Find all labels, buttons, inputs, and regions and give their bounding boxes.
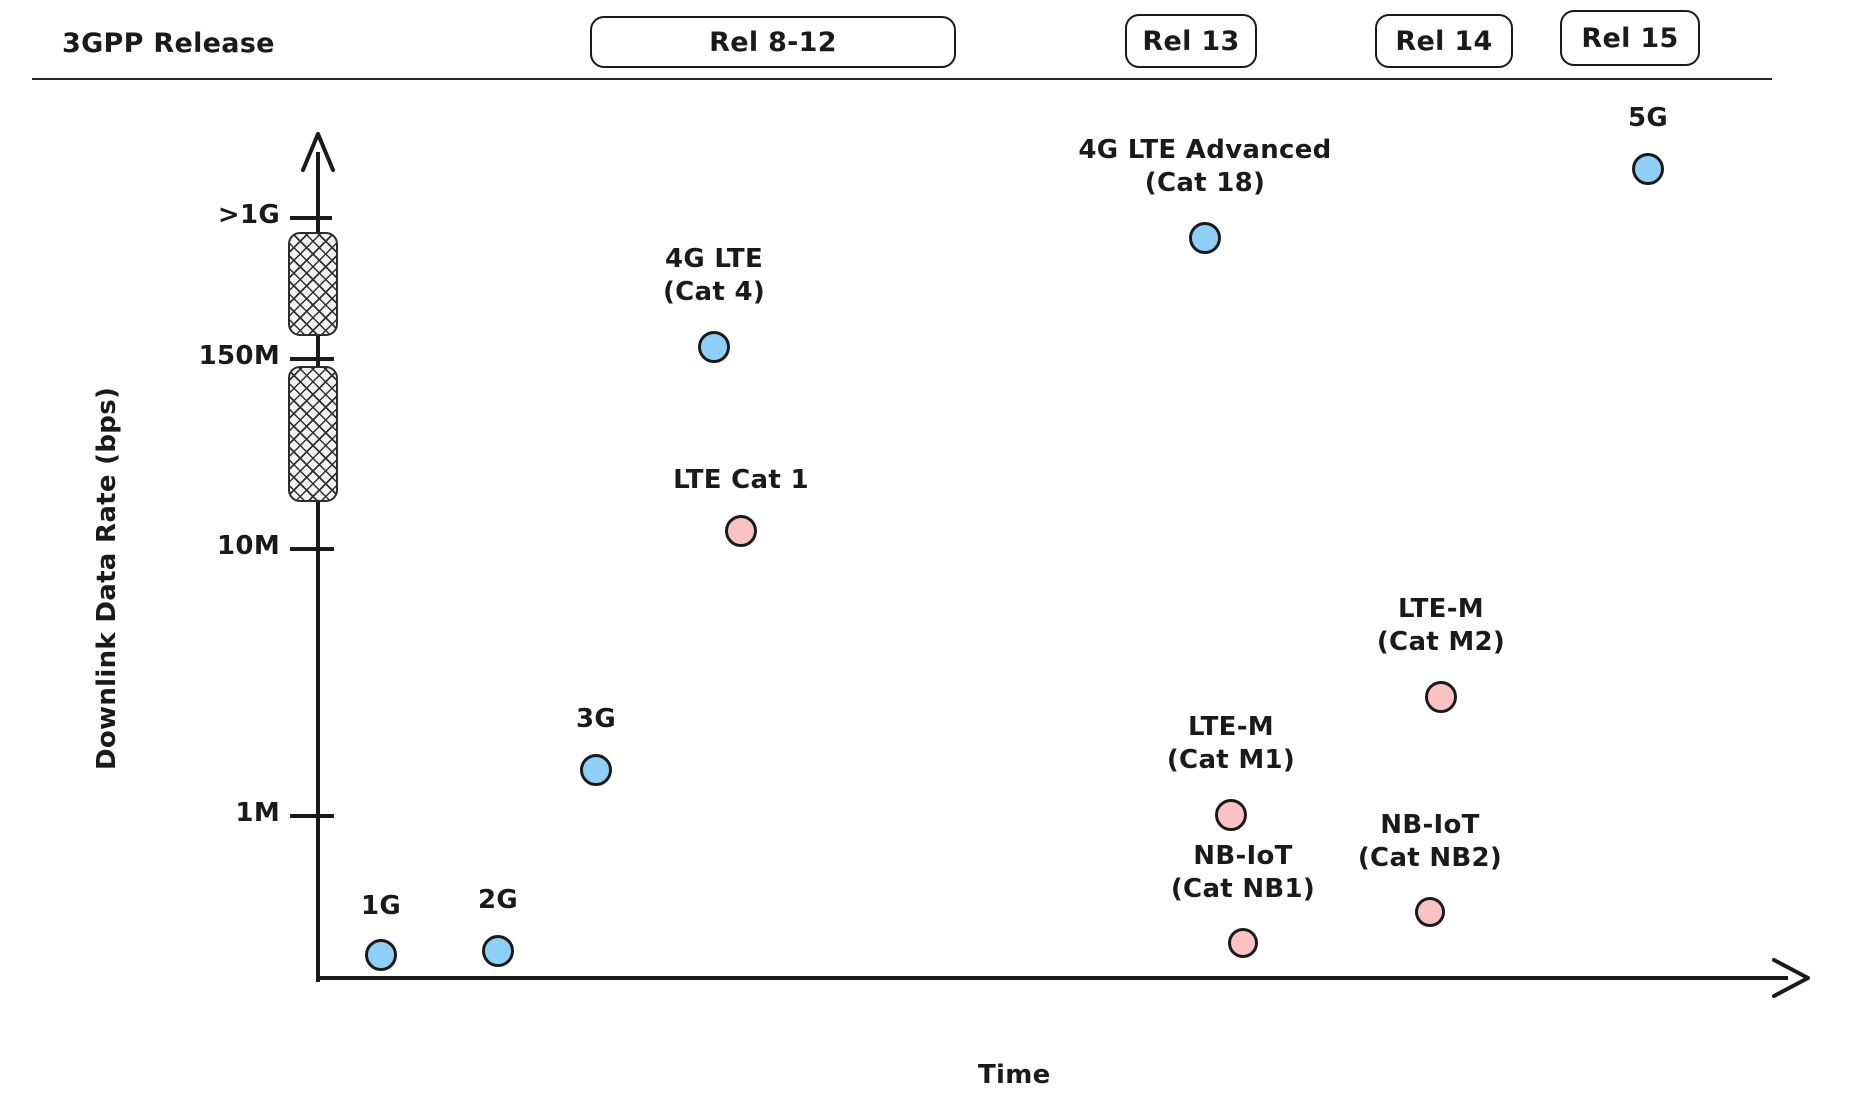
data-label-5g: 5G (1627, 103, 1669, 133)
release-axis-title: 3GPP Release (62, 28, 275, 59)
data-point-nb-iot-cat-nb2[interactable] (1415, 897, 1445, 927)
data-label-4g-lte-cat4: 4G LTE (Cat 4) (662, 244, 766, 307)
release-badge-rel-14[interactable]: Rel 14 (1375, 14, 1513, 68)
data-label-lte-cat1: LTE Cat 1 (673, 465, 809, 495)
release-badge-rel-15[interactable]: Rel 15 (1560, 10, 1700, 66)
y-tick-label-150m: 150M (198, 341, 280, 371)
data-label-2g: 2G (477, 885, 519, 915)
data-point-lte-m-cat-m2[interactable] (1425, 681, 1457, 713)
y-axis-arrowhead (301, 132, 335, 172)
x-axis-title: Time (978, 1060, 1051, 1090)
y-tick-label-1g: >1G (217, 200, 280, 230)
data-point-4g-lte-advanced-cat18[interactable] (1189, 222, 1221, 254)
release-badge-label: Rel 15 (1581, 22, 1679, 54)
data-point-2g[interactable] (482, 935, 514, 967)
release-badge-rel-13[interactable]: Rel 13 (1125, 14, 1257, 68)
data-label-nb-iot-cat-nb1: NB-IoT (Cat NB1) (1170, 841, 1316, 904)
x-axis-line (316, 976, 1788, 980)
header-divider (32, 78, 1772, 80)
y-tick-10m (290, 547, 334, 551)
release-badge-label: Rel 8-12 (709, 26, 837, 58)
y-axis-line (316, 152, 320, 982)
axis-break-block-lower (288, 366, 338, 502)
data-point-nb-iot-cat-nb1[interactable] (1228, 928, 1258, 958)
y-tick-label-10m: 10M (217, 531, 280, 561)
data-point-lte-m-cat-m1[interactable] (1215, 799, 1247, 831)
data-label-3g: 3G (575, 704, 617, 734)
data-label-1g: 1G (360, 891, 402, 921)
data-point-lte-cat1[interactable] (725, 515, 757, 547)
release-badge-rel-8-12[interactable]: Rel 8-12 (590, 16, 956, 68)
x-axis-arrowhead (1772, 958, 1810, 998)
y-tick-1g (290, 216, 332, 220)
data-point-4g-lte-cat4[interactable] (698, 331, 730, 363)
axis-break-block-upper (288, 232, 338, 336)
data-label-lte-m-cat-m2: LTE-M (Cat M2) (1376, 594, 1506, 657)
y-tick-1m (290, 814, 334, 818)
y-tick-label-1m: 1M (235, 798, 280, 828)
data-label-nb-iot-cat-nb2: NB-IoT (Cat NB2) (1357, 810, 1503, 873)
data-point-1g[interactable] (365, 939, 397, 971)
y-axis-title: Downlink Data Rate (bps) (92, 386, 122, 770)
release-badge-label: Rel 13 (1142, 25, 1240, 57)
release-badge-label: Rel 14 (1395, 25, 1493, 57)
data-label-lte-m-cat-m1: LTE-M (Cat M1) (1166, 712, 1296, 775)
data-point-3g[interactable] (580, 754, 612, 786)
data-point-5g[interactable] (1632, 153, 1664, 185)
y-tick-150m (290, 357, 334, 361)
data-label-4g-lte-advanced-cat18: 4G LTE Advanced (Cat 18) (1078, 135, 1332, 198)
